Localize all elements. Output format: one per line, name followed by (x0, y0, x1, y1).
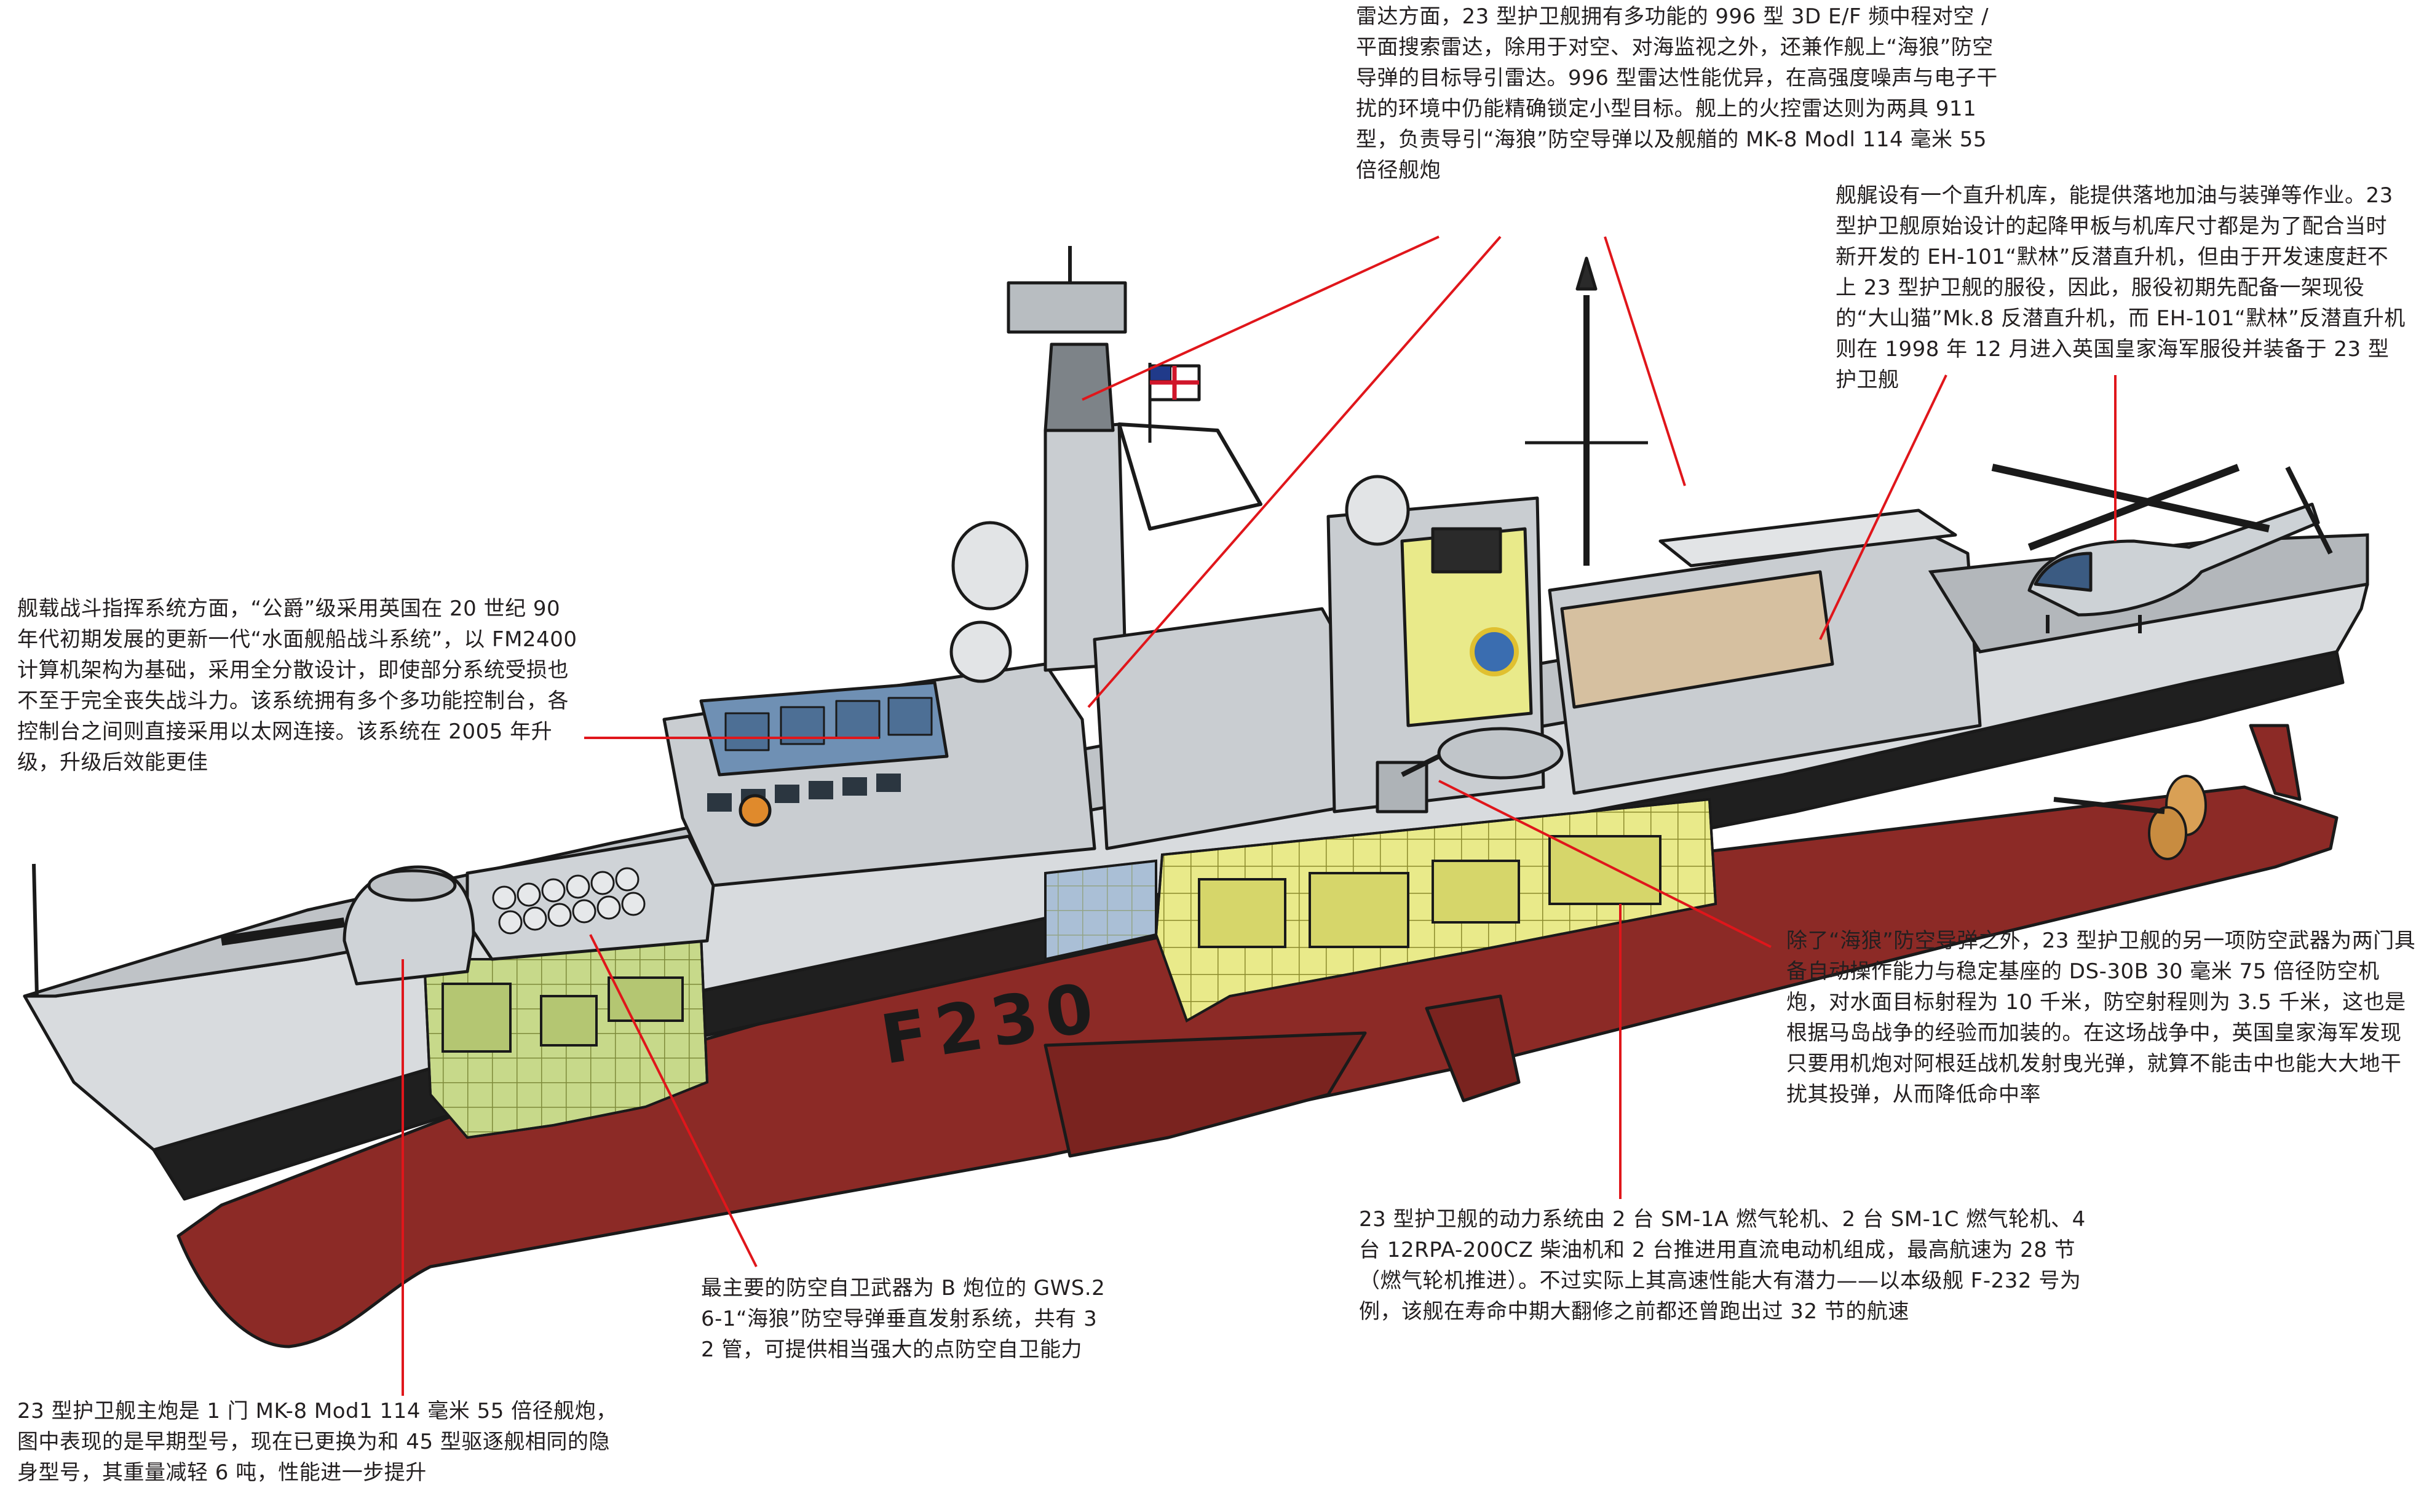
jackstaff (32, 863, 39, 997)
callout-seawolf: 最主要的防空自卫武器为 B 炮位的 GWS.26-1“海狼”防空导弹垂直发射系统… (701, 1276, 1106, 1362)
callout-combat-system: 舰载战斗指挥系统方面，“公爵”级采用英国在 20 世纪 90 年代初期发展的更新… (17, 596, 577, 775)
fire-control-radome-fwd (951, 521, 1029, 611)
rudder (2249, 724, 2302, 801)
ship-crest-icon (739, 794, 772, 827)
forward-compartments-cutaway (422, 933, 709, 1139)
superstructure (465, 246, 1982, 961)
callout-propulsion: 23 型护卫舰的动力系统由 2 台 SM-1A 燃气轮机、2 台 SM-1C 燃… (1359, 1207, 2086, 1324)
sea-boat (1437, 727, 1564, 780)
machinery-spaces-cutaway (1044, 798, 1717, 1023)
callout-hangar: 舰艉设有一个直升机库，能提供落地加油与装弹等作业。23 型护卫舰原始设计的起降甲… (1836, 183, 2406, 392)
type-996-radar (1007, 281, 1127, 334)
callout-main-gun: 23 型护卫舰主炮是 1 门 MK-8 Mod1 114 毫米 55 倍径舰炮，… (17, 1399, 617, 1485)
callout-radar: 雷达方面，23 型护卫舰拥有多功能的 996 型 3D E/F 频中程对空 / … (1356, 4, 1998, 183)
foremast (1044, 422, 1127, 672)
ds30b-gun-mount (1376, 761, 1428, 813)
leader-radar-911 (1087, 236, 1502, 708)
helicopter-icon (1991, 464, 2333, 633)
leader-lines (402, 236, 2117, 1396)
callout-ds30b: 除了“海狼”防空导弹之外，23 型护卫舰的另一项防空武器为两门具备自动操作能力与… (1786, 928, 2416, 1107)
leader-ds30b (1438, 780, 1772, 948)
hangar-cutaway (1560, 570, 1834, 709)
midships-block (1093, 607, 1355, 850)
leader-seawolf (589, 934, 758, 1267)
leader-radar-996 (1082, 236, 1440, 401)
leader-hangar (1819, 374, 1947, 640)
main-gun-turret (220, 865, 475, 986)
leader-radar-911b (1604, 236, 1686, 486)
propeller-icon (2053, 775, 2207, 860)
naval-ensign-icon (1148, 363, 1201, 443)
main-mast (1117, 422, 1262, 531)
